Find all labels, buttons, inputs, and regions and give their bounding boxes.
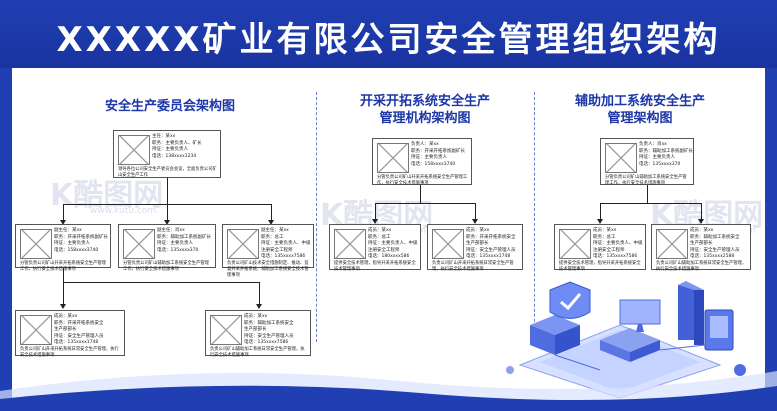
person-photo-placeholder — [605, 143, 637, 173]
person-photo-placeholder — [118, 135, 150, 165]
phone-screen — [710, 316, 728, 338]
person-photo-placeholder — [210, 315, 242, 345]
person-photo-placeholder — [20, 229, 52, 259]
tech-illustration — [506, 281, 746, 399]
person-photo-placeholder — [20, 315, 52, 345]
person-photo-placeholder — [432, 229, 464, 259]
person-photo-placeholder — [656, 229, 688, 259]
page-title: XXXXX矿业有限公司安全管理组织架构 — [56, 20, 721, 60]
watermark-url: www.kutu.com — [90, 206, 157, 216]
person-photo-placeholder — [559, 229, 591, 259]
bottom-wave — [0, 371, 777, 411]
divider-right — [534, 92, 535, 342]
section-title-middle: 开采开拓系统安全生产 管理机构架构图 — [359, 94, 490, 126]
person-photo-placeholder — [334, 229, 366, 259]
person-photo-placeholder — [377, 143, 409, 173]
section-title-left: 安全生产委员会架构图 — [104, 99, 235, 114]
header-banner: XXXXX矿业有限公司安全管理组织架构 — [0, 0, 777, 68]
divider-left — [316, 92, 317, 342]
section-title-right: 辅助加工系统安全生产 管理架构图 — [574, 94, 705, 126]
shield-icon — [549, 281, 591, 319]
frame-edge-left — [0, 68, 12, 411]
person-photo-placeholder — [123, 229, 155, 259]
frame-edge-right — [765, 68, 777, 411]
person-photo-placeholder — [227, 229, 259, 259]
